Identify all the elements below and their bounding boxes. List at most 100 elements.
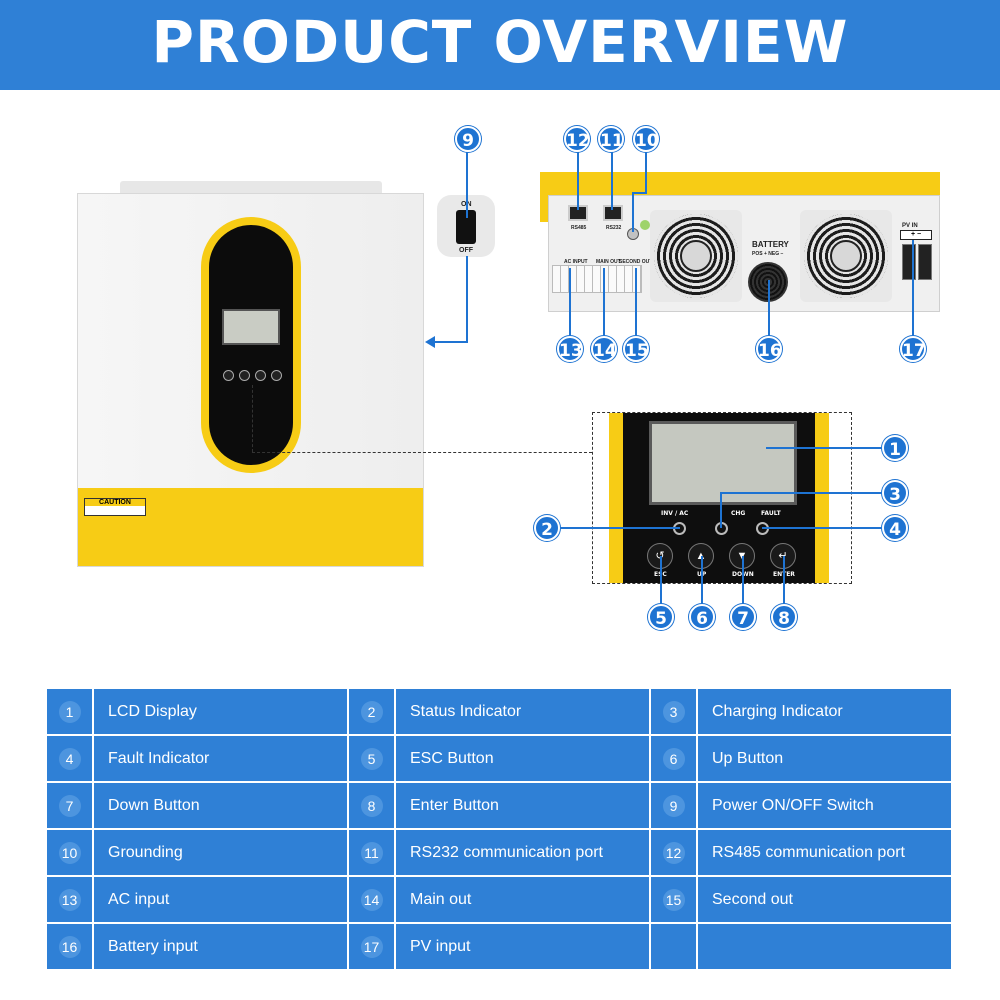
inverter-top-cover [120, 181, 382, 193]
switch-pointer-line-h [434, 341, 468, 343]
callout-7-line [742, 556, 744, 606]
fan-hub-right [830, 240, 862, 272]
callout-3-line [720, 492, 884, 494]
rs485-label: RS485 [571, 225, 587, 231]
callout-10-line [645, 150, 647, 194]
legend-number-cell: 15 [651, 877, 698, 924]
power-switch [456, 210, 476, 244]
pv-in-label: PV IN [902, 223, 918, 229]
callout-17: 17 [900, 336, 926, 362]
callout-3: 3 [882, 480, 908, 506]
pv-terminal-negative [918, 244, 932, 280]
callout-12-line [577, 150, 579, 210]
legend-text: AC input [94, 877, 349, 924]
chg-label: CHG [731, 510, 746, 517]
legend-text: RS232 communication port [396, 830, 651, 877]
legend-number-cell: 17 [349, 924, 396, 971]
legend-number: 5 [360, 747, 383, 770]
ac-terminal-block [552, 265, 642, 293]
inverter-down-button-small [255, 370, 266, 381]
callout-8: 8 [771, 604, 797, 630]
legend-text: Down Button [94, 783, 349, 830]
zoom-yellow-right [815, 413, 829, 583]
legend-number: 4 [58, 747, 81, 770]
legend-number-cell: 4 [47, 736, 94, 783]
caution-title: CAUTION [85, 499, 145, 506]
callout-10: 10 [633, 126, 659, 152]
callout-5: 5 [648, 604, 674, 630]
legend-text: Status Indicator [396, 689, 651, 736]
main-out-label: MAIN OUT [596, 259, 621, 265]
legend-number-cell: 1 [47, 689, 94, 736]
callout-9: 9 [455, 126, 481, 152]
zoom-yellow-left [609, 413, 623, 583]
legend-number: 7 [58, 794, 81, 817]
legend-number-cell: 12 [651, 830, 698, 877]
battery-polarity-label: POS + NEG − [752, 251, 784, 257]
callout-13-line [569, 268, 571, 338]
legend-number-cell: 10 [47, 830, 94, 877]
legend-text: Second out [698, 877, 953, 924]
callout-2-line [560, 527, 680, 529]
inverter-lcd-small [222, 309, 280, 345]
legend-number: 11 [360, 841, 383, 864]
callout-17-line [912, 240, 914, 338]
legend-number-cell: 7 [47, 783, 94, 830]
legend-text: Main out [396, 877, 651, 924]
inverter-front-view: CAUTION [77, 193, 424, 567]
legend-number: 17 [360, 935, 383, 958]
legend-number: 9 [662, 794, 685, 817]
switch-pointer-line-v [466, 256, 468, 342]
zoom-connector-v [252, 385, 253, 452]
callout-7: 7 [730, 604, 756, 630]
switch-off-label: OFF [459, 247, 473, 254]
rs232-label: RS232 [606, 225, 622, 231]
legend-number-cell: 13 [47, 877, 94, 924]
callout-11: 11 [598, 126, 624, 152]
legend-text [698, 924, 953, 971]
rs232-port [603, 205, 623, 221]
battery-label: BATTERY [752, 240, 789, 249]
caution-label: CAUTION [84, 498, 146, 516]
zoom-connector-h [252, 452, 592, 453]
callout-16-line [768, 280, 770, 338]
legend-text: PV input [396, 924, 651, 971]
pv-polarity-label: + − [900, 230, 932, 240]
legend-number-cell: 2 [349, 689, 396, 736]
grounding-symbol-icon [640, 220, 650, 230]
callout-2: 2 [534, 515, 560, 541]
callout-1-line [766, 447, 884, 449]
callout-5-line [660, 556, 662, 606]
callout-10-line-v [632, 192, 634, 232]
fault-label: FAULT [761, 510, 781, 517]
legend-number: 8 [360, 794, 383, 817]
callout-6: 6 [689, 604, 715, 630]
legend-number-cell: 8 [349, 783, 396, 830]
inverter-panel-face [209, 225, 293, 465]
callout-4-line [762, 527, 884, 529]
legend-number: 14 [360, 888, 383, 911]
legend-number-cell: 6 [651, 736, 698, 783]
callout-6-line [701, 556, 703, 606]
page-title: PRODUCT OVERVIEW [151, 8, 849, 76]
callout-12: 12 [564, 126, 590, 152]
legend-number-cell: 14 [349, 877, 396, 924]
callout-10-line-h [632, 192, 647, 194]
legend-text: ESC Button [396, 736, 651, 783]
legend-text: LCD Display [94, 689, 349, 736]
inverter-control-panel [201, 217, 301, 473]
legend-number-cell: 16 [47, 924, 94, 971]
legend-number-cell [651, 924, 698, 971]
inverter-esc-button-small [223, 370, 234, 381]
legend-number: 6 [662, 747, 685, 770]
inverter-enter-button-small [271, 370, 282, 381]
control-panel-zoom: INV / AC CHG FAULT ↺ ▲ ▼ ↵ ESC UP DOWN E… [592, 412, 852, 584]
legend-text: Battery input [94, 924, 349, 971]
cooling-fan-left [650, 210, 742, 302]
callout-14: 14 [591, 336, 617, 362]
